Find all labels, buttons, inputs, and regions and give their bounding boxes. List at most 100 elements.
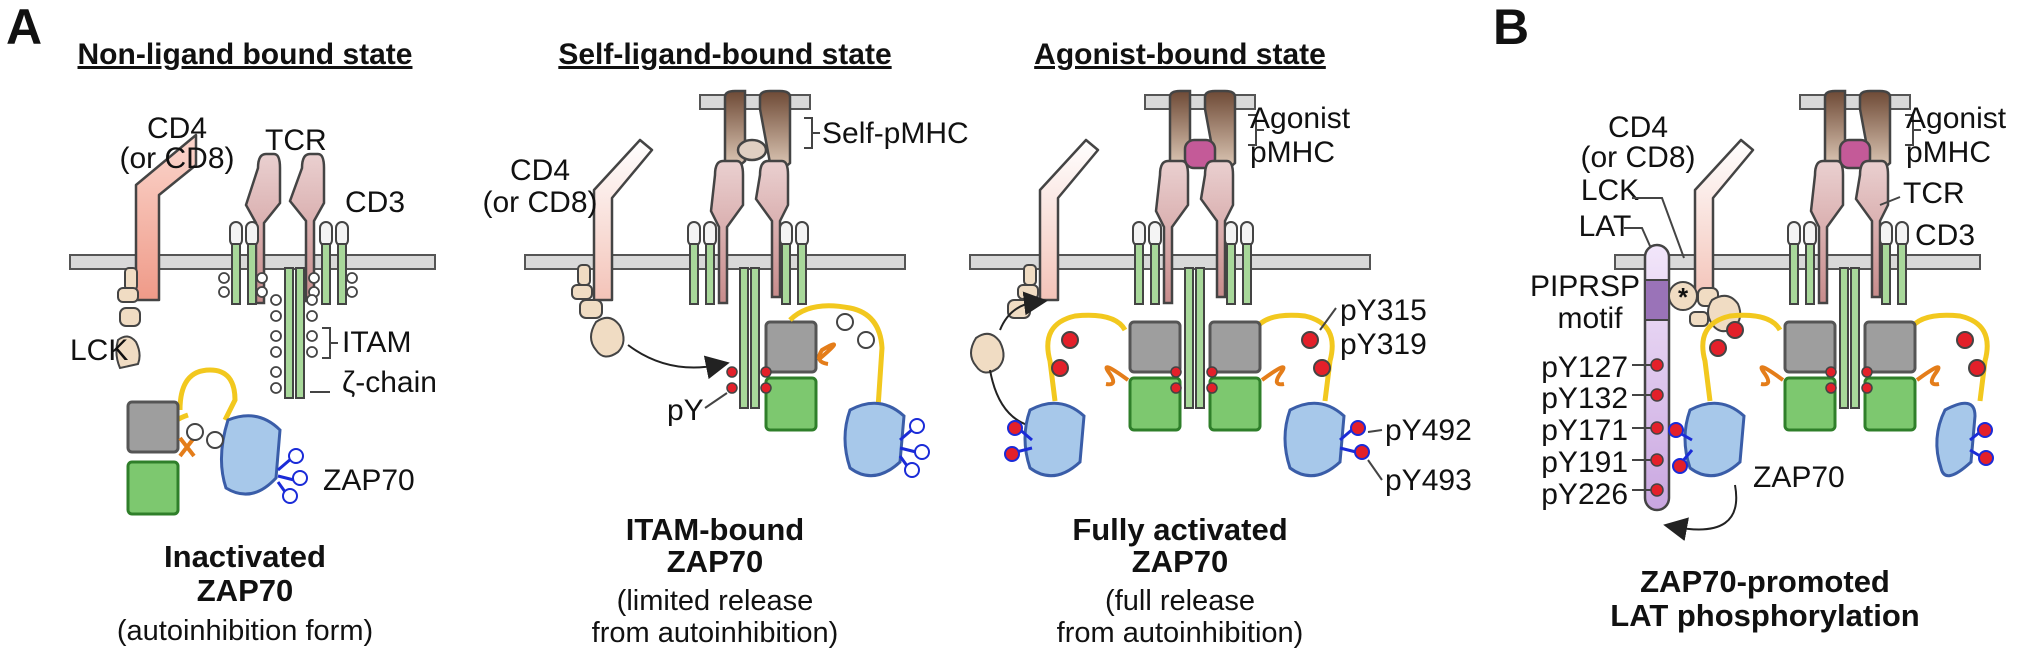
itam-phospho-3 <box>1170 366 1218 394</box>
cd3-label-1: CD3 <box>345 186 405 219</box>
caption-3-sub-2: from autoinhibition) <box>1057 617 1304 649</box>
tcr-1 <box>244 152 326 305</box>
cd4-coreceptor-2 <box>592 138 654 302</box>
py-label: pY <box>667 394 704 427</box>
cd4-label-2: CD4 <box>510 154 570 187</box>
or-cd8-label-b: (or CD8) <box>1580 141 1695 174</box>
lat-label: LAT <box>1579 210 1632 243</box>
cd3-label-b: CD3 <box>1915 219 1975 252</box>
caption-2-line-2: ZAP70 <box>667 544 763 579</box>
itam-phospho-b <box>1825 366 1873 394</box>
py315-leader <box>1319 307 1337 331</box>
cd4-coreceptor-1 <box>134 133 198 302</box>
agonist-pmhc-3 <box>1168 89 1237 170</box>
or-cd8-label-2: (or CD8) <box>482 186 597 219</box>
lat-phosphorylation-arrow <box>1663 484 1738 541</box>
cd3-b <box>1787 221 1909 305</box>
py315-label: pY315 <box>1340 294 1427 327</box>
itam-bracket-1 <box>322 327 338 359</box>
zap70-label-b: ZAP70 <box>1753 461 1845 494</box>
py132-label: pY132 <box>1541 382 1628 415</box>
py492-label: pY492 <box>1385 414 1472 447</box>
agonist-label-b: Agonist <box>1906 102 2007 135</box>
py171-label: pY171 <box>1541 414 1628 447</box>
agonist-label-3: Agonist <box>1250 102 1351 135</box>
self-pmhc-2 <box>723 89 792 170</box>
tcr-3 <box>1154 159 1235 305</box>
caption-3-line-2: ZAP70 <box>1132 544 1228 579</box>
caption-2-sub-1: (limited release <box>617 585 814 617</box>
zap70-label-1: ZAP70 <box>323 464 415 497</box>
panel-letter-b: B <box>1493 0 1529 55</box>
title-agonist: Agonist-bound state <box>1034 38 1326 71</box>
apc-membrane-2 <box>699 94 811 110</box>
zap70-active-right <box>1208 312 1370 478</box>
lat-adaptor <box>1643 243 1671 512</box>
zeta-chain-b <box>1839 267 1860 409</box>
tcr-b <box>1809 159 1890 305</box>
self-pmhc-bracket <box>804 117 820 149</box>
py492-leader <box>1367 429 1383 433</box>
caption-2-line-1: ITAM-bound <box>626 512 804 547</box>
pmhc-label-b: pMHC <box>1906 136 1991 169</box>
caption-1-line-2: ZAP70 <box>197 573 293 608</box>
lat-py-leaders <box>1632 364 1651 491</box>
py493-leader <box>1367 459 1383 481</box>
tcr-label-b: TCR <box>1903 177 1965 210</box>
caption-2-sub-2: from autoinhibition) <box>592 617 839 649</box>
lck-arrow-3a <box>999 291 1048 331</box>
lck-2 <box>571 264 625 358</box>
agonist-bracket-3 <box>1248 114 1264 146</box>
zap70-b-right <box>1863 312 1994 478</box>
caption-1-sub: (autoinhibition form) <box>117 615 373 647</box>
pmhc-label-3: pMHC <box>1250 136 1335 169</box>
zap70-inactive <box>126 367 308 516</box>
zeta-chain-1 <box>284 267 305 399</box>
lat-leader <box>1624 227 1651 247</box>
caption-3-line-1: Fully activated <box>1072 512 1287 547</box>
cd4-label-1: CD4 <box>147 112 207 145</box>
cd3-2 <box>687 221 809 305</box>
py127-label: pY127 <box>1541 351 1628 384</box>
lck-arrow-2 <box>627 344 730 380</box>
zeta-chain-3 <box>1184 267 1205 409</box>
zap70-itam-bound <box>726 303 930 478</box>
zap70-active-left <box>1004 312 1182 478</box>
tcr-2 <box>709 159 790 305</box>
piprsp-label: PIPRSP <box>1530 270 1640 303</box>
title-self-ligand: Self-ligand-bound state <box>558 38 891 71</box>
lck-b <box>1668 281 1742 333</box>
lck-label-1: LCK <box>70 334 128 367</box>
cd3-3 <box>1132 221 1254 305</box>
py493-label: pY493 <box>1385 464 1472 497</box>
cd4-coreceptor-3 <box>1038 138 1100 302</box>
py191-label: pY191 <box>1541 446 1628 479</box>
cd3-1 <box>229 221 349 305</box>
cd4-coreceptor-b <box>1693 138 1755 302</box>
title-non-ligand: Non-ligand bound state <box>78 38 413 71</box>
binding-asterisk-icon: * <box>1678 282 1689 312</box>
cd4-label-b: CD4 <box>1608 111 1668 144</box>
caption-b-line-1: ZAP70-promoted <box>1640 564 1890 599</box>
caption-3-sub-1: (full release <box>1105 585 1255 617</box>
panel-letter-a: A <box>6 0 42 55</box>
or-cd8-label-1: (or CD8) <box>119 142 234 175</box>
zeta-chain-label-1: ζ-chain <box>342 366 437 399</box>
tcr-label-1: TCR <box>265 124 327 157</box>
motif-label: motif <box>1557 302 1623 335</box>
lck-3 <box>970 264 1039 374</box>
lck-leader-b <box>1632 197 1685 259</box>
py226-label: pY226 <box>1541 478 1628 511</box>
apc-membrane-b <box>1799 94 1911 110</box>
itam-tyrosines-1 <box>218 272 358 394</box>
py319-label: pY319 <box>1340 328 1427 361</box>
tcr-leader-b <box>1879 196 1901 206</box>
self-pmhc-label: Self-pMHC <box>822 117 969 150</box>
caption-1-line-1: Inactivated <box>164 539 326 574</box>
apc-membrane-3 <box>1144 94 1256 110</box>
lck-label-b: LCK <box>1581 174 1639 207</box>
py-leader <box>704 392 728 409</box>
zeta-chain-2 <box>739 267 760 409</box>
itam-label-1: ITAM <box>342 326 411 359</box>
